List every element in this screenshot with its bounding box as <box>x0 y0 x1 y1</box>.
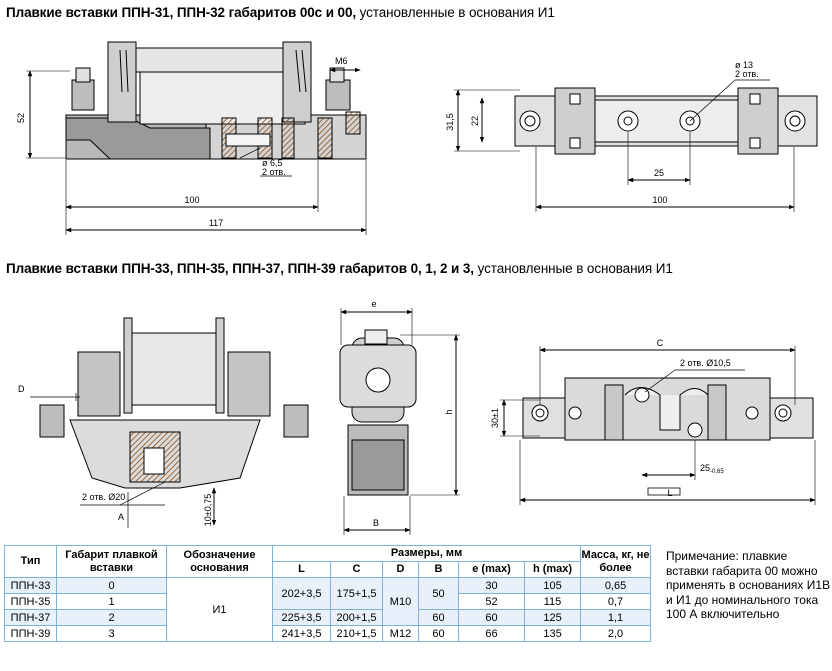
heading-top: Плавкие вставки ППН-31, ППН-32 габаритов… <box>6 5 555 20</box>
technical-drawings: 52 М6 ø 6,5 2 отв. 100 117 ø 13 2 отв. 3… <box>16 41 818 535</box>
dim-100-a: 100 <box>184 195 199 205</box>
cell-h: 135 <box>523 625 582 642</box>
dim-hole-6-5: ø 6,5 <box>262 158 283 168</box>
subheader-h: h (max) <box>523 561 582 578</box>
side-view-size0-3-labels: D 2 отв. Ø20 10±0,75 A <box>18 384 213 526</box>
cell-b: 60 <box>418 625 459 642</box>
front-view-size0-3-labels: e h B <box>371 299 454 528</box>
header-base: Обозначение основания <box>166 545 273 578</box>
front-view-size0-3 <box>339 308 460 535</box>
dim-25-tol: 25-0,65 <box>700 463 724 475</box>
cell-c: 175+1,5 <box>330 577 383 610</box>
dim-label-c: C <box>657 338 664 348</box>
heading-top-bold: Плавкие вставки ППН-31, ППН-32 габаритов… <box>6 5 357 20</box>
table-row: ППН-33 0 И1 202+3,5 175+1,5 M10 50 30 10… <box>4 577 652 642</box>
header-size: Габарит плавкой вставки <box>56 545 167 578</box>
dim-label-l: L <box>667 488 672 498</box>
top-view-size0-3 <box>500 346 816 505</box>
cell-size: 0 <box>56 577 167 594</box>
header-mass: Масса, кг, не более <box>580 545 652 578</box>
specs-table: Тип Габарит плавкой вставки Обозначение … <box>4 545 652 642</box>
dim-holes-count-a: 2 отв. <box>262 167 286 177</box>
cell-c: 200+1,5 <box>330 609 383 626</box>
cell-mass: 1,1 <box>580 609 652 626</box>
dim-label-d: D <box>18 384 25 394</box>
cell-type: ППН-35 <box>4 593 57 610</box>
table-row: ППН-35 1 52 115 0,7 <box>4 593 652 610</box>
arrow-label-a: A <box>118 512 124 522</box>
dim-117: 117 <box>209 218 223 228</box>
cell-l: 225+3,5 <box>272 609 331 626</box>
cell-l: 202+3,5 <box>272 577 331 610</box>
heading-top-rest: установленные в основания И1 <box>356 5 555 20</box>
cell-e: 52 <box>458 593 525 610</box>
dim-label-h: h <box>444 409 454 414</box>
dim-25: 25 <box>654 168 664 178</box>
dim-10: 10±0,75 <box>203 494 213 526</box>
dim-52: 52 <box>16 113 26 123</box>
dim-label-b: B <box>373 518 379 528</box>
header-type: Тип <box>4 545 57 578</box>
dim-100-b: 100 <box>652 195 667 205</box>
cell-size: 2 <box>56 609 167 626</box>
cell-type: ППН-33 <box>4 577 57 594</box>
cell-mass: 0,7 <box>580 593 652 610</box>
dim-30: 30±1 <box>490 408 500 428</box>
top-view-size00 <box>454 79 818 212</box>
cell-d: M12 <box>382 625 419 642</box>
cell-b: 60 <box>418 609 459 626</box>
cell-l: 241+3,5 <box>272 625 331 642</box>
table-row: ППН-39 3 241+3,5 210+1,5 M12 60 66 135 2… <box>4 625 652 642</box>
side-view-size0-3 <box>30 317 309 528</box>
cell-d: M10 <box>382 577 419 626</box>
table-row: ППН-37 2 225+3,5 200+1,5 60 60 125 1,1 <box>4 609 652 626</box>
cell-type: ППН-37 <box>4 609 57 626</box>
subheader-d: D <box>382 561 419 578</box>
heading-middle: Плавкие вставки ППН-33, ППН-35, ППН-37, … <box>6 261 673 276</box>
cell-size: 3 <box>56 625 167 642</box>
cell-e: 30 <box>458 577 525 594</box>
cell-base: И1 <box>166 577 273 642</box>
dim-31-5: 31,5 <box>445 113 455 131</box>
dim-m6: М6 <box>335 56 348 66</box>
cell-e: 66 <box>458 625 525 642</box>
subheader-b: B <box>418 561 459 578</box>
cell-c: 210+1,5 <box>330 625 383 642</box>
dim-22: 22 <box>470 116 480 126</box>
header-dims: Размеры, мм <box>271 545 582 562</box>
side-view-size00-labels: 52 М6 ø 6,5 2 отв. 100 117 <box>16 56 348 228</box>
side-view-size00 <box>26 41 367 235</box>
dim-holes-count-b: 2 отв. <box>735 69 759 79</box>
dim-25-tolerance: -0,65 <box>710 469 724 475</box>
top-view-size00-labels: ø 13 2 отв. 31,5 22 25 100 <box>445 60 759 205</box>
dim-hole-10-5: 2 отв. Ø10,5 <box>680 358 731 368</box>
dim-label-e: e <box>371 299 376 309</box>
heading-mid-rest: установленные в основания И1 <box>473 261 673 276</box>
cell-b: 50 <box>418 577 459 610</box>
dim-hole-13: ø 13 <box>735 60 753 70</box>
cell-h: 105 <box>523 577 582 594</box>
subheader-l: L <box>272 561 331 578</box>
subheader-c: C <box>330 561 383 578</box>
cell-size: 1 <box>56 593 167 610</box>
top-view-size0-3-labels: C 2 отв. Ø10,5 30±1 25-0,65 L <box>490 338 731 498</box>
cell-mass: 0,65 <box>580 577 652 594</box>
subheader-e: e (max) <box>458 561 525 578</box>
heading-mid-bold: Плавкие вставки ППН-33, ППН-35, ППН-37, … <box>6 261 474 276</box>
cell-mass: 2,0 <box>580 625 652 642</box>
cell-h: 125 <box>523 609 582 626</box>
cell-type: ППН-39 <box>4 625 57 642</box>
cell-h: 115 <box>523 593 582 610</box>
dim-hole-20: 2 отв. Ø20 <box>82 492 125 502</box>
dim-25-value: 25 <box>700 463 710 473</box>
cell-e: 60 <box>458 609 525 626</box>
note-text: Примечание: плавкие вставки габарита 00 … <box>666 549 831 621</box>
